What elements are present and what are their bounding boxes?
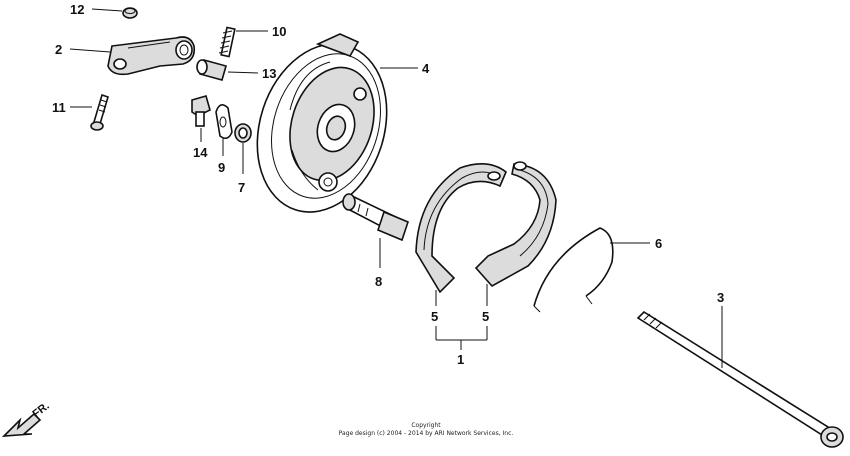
part-6-spring bbox=[533, 227, 614, 313]
part-9-seal bbox=[215, 104, 233, 140]
copyright-line-1: Copyright bbox=[411, 422, 441, 429]
part-2-brake-arm bbox=[107, 36, 196, 76]
part-3-axle-bolt bbox=[636, 310, 844, 448]
part-14-indicator bbox=[191, 95, 211, 127]
callout-11: 11 bbox=[52, 100, 66, 115]
callout-10: 10 bbox=[272, 24, 286, 39]
callout-1: 1 bbox=[457, 352, 464, 367]
part-13-collar bbox=[196, 59, 227, 81]
callout-9: 9 bbox=[218, 160, 225, 175]
callout-14: 14 bbox=[193, 145, 208, 160]
part-5-brake-shoe-left bbox=[415, 163, 507, 294]
part-10-bolt bbox=[218, 26, 236, 58]
callout-labels: 1 2 3 4 5 5 6 7 8 9 10 11 12 13 14 bbox=[52, 2, 724, 367]
callout-12: 12 bbox=[70, 2, 84, 17]
front-direction-marker: FR. bbox=[1, 400, 52, 437]
callout-13: 13 bbox=[262, 66, 276, 81]
callout-6: 6 bbox=[655, 236, 662, 251]
front-arrow-icon bbox=[1, 412, 42, 437]
copyright-notice: Copyright Page design (c) 2004 - 2014 by… bbox=[339, 422, 514, 437]
callout-4: 4 bbox=[422, 61, 430, 76]
part-7-nut bbox=[234, 123, 252, 143]
callout-3: 3 bbox=[717, 290, 724, 305]
leader-lines bbox=[69, 8, 723, 368]
callout-2: 2 bbox=[55, 42, 62, 57]
part-11-bolt bbox=[90, 93, 109, 131]
callout-5-right: 5 bbox=[482, 309, 489, 324]
callout-7: 7 bbox=[238, 180, 245, 195]
part-5-brake-shoe-right bbox=[474, 161, 557, 288]
copyright-line-2: Page design (c) 2004 - 2014 by ARI Netwo… bbox=[339, 430, 514, 437]
callout-5-left: 5 bbox=[431, 309, 438, 324]
part-4-brake-panel bbox=[256, 33, 388, 213]
callout-8: 8 bbox=[375, 274, 382, 289]
part-8-brake-cam bbox=[342, 193, 409, 242]
part-12-cap bbox=[122, 7, 138, 19]
